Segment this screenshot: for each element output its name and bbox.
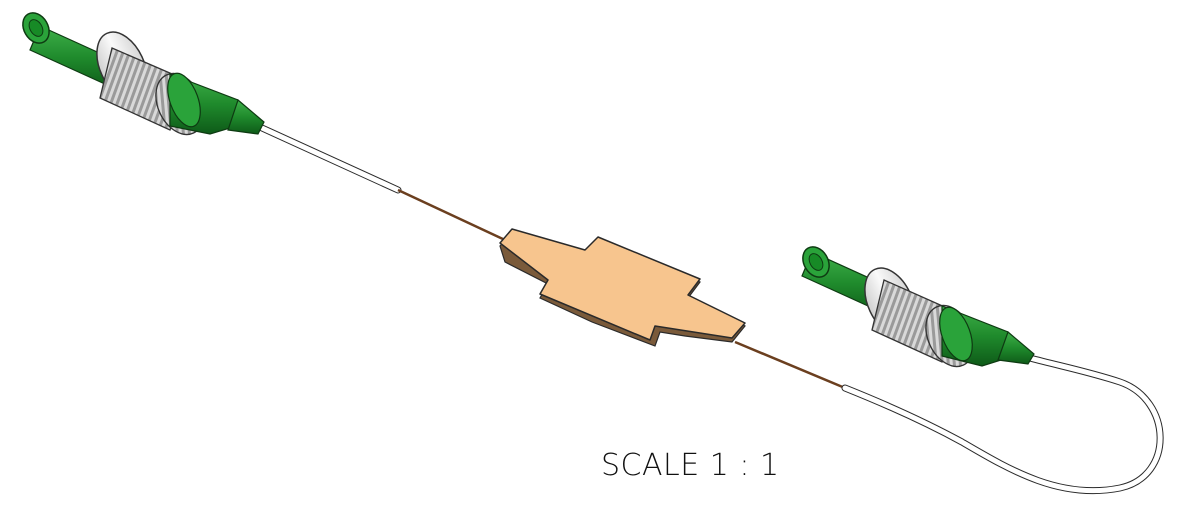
right-fiber-cable: [734, 340, 1164, 495]
right-fc-connector-icon: [801, 246, 1035, 368]
scale-label: SCALE 1 : 1: [601, 448, 780, 483]
waveguide-chip-icon: [499, 228, 746, 347]
left-fc-connector-icon: [22, 12, 265, 136]
left-fiber-cable: [258, 124, 506, 242]
